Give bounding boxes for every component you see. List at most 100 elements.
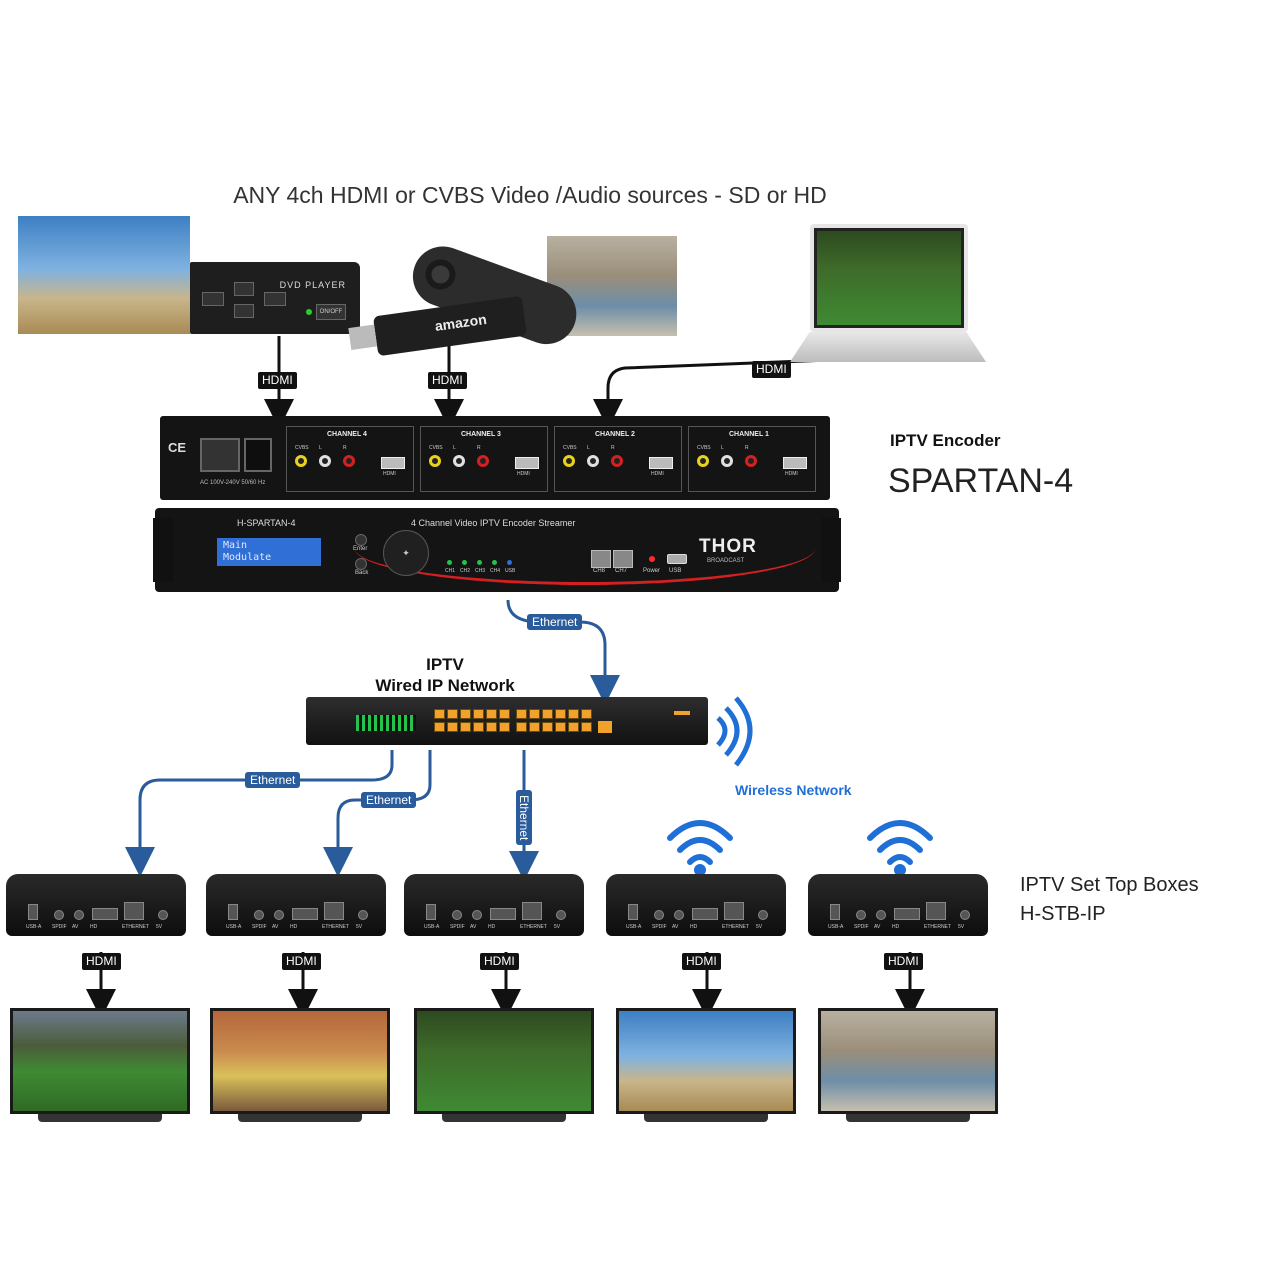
stb-port[interactable] [830,904,840,920]
channel-led-label: CH3 [475,568,486,574]
switch-port[interactable] [529,722,540,732]
hdmi-port[interactable] [381,457,405,469]
switch-port[interactable] [568,709,579,719]
switch-port[interactable] [529,709,540,719]
rca-jack[interactable] [745,455,757,467]
stb-port[interactable] [124,902,144,920]
rear-port-label: L [319,445,322,451]
rca-jack[interactable] [343,455,355,467]
stb-port[interactable] [426,904,436,920]
remote-ring-button [421,255,460,294]
stb-port[interactable] [894,908,920,920]
rca-jack[interactable] [563,455,575,467]
stb-port[interactable] [228,904,238,920]
rca-jack[interactable] [721,455,733,467]
switch-port[interactable] [516,722,527,732]
switch-port[interactable] [460,722,471,732]
switch-port[interactable] [542,722,553,732]
rear-port-label: CVBS [697,445,711,451]
switch-port[interactable] [581,722,592,732]
stb-port[interactable] [292,908,318,920]
back-button[interactable] [355,558,367,570]
stb-port[interactable] [674,910,684,920]
stb-port[interactable] [452,910,462,920]
stb-port[interactable] [324,902,344,920]
switch-port[interactable] [542,709,553,719]
switch-port[interactable] [516,709,527,719]
front-model-label: H-SPARTAN-4 [237,518,296,528]
navigation-pad[interactable]: ✦ [383,530,429,576]
switch-port[interactable] [447,709,458,719]
hdmi-port[interactable] [649,457,673,469]
stb-port[interactable] [876,910,886,920]
stb-port[interactable] [856,910,866,920]
rca-jack[interactable] [697,455,709,467]
stb-port[interactable] [274,910,284,920]
stb-port-label: SPDIF [52,924,67,930]
switch-port[interactable] [568,722,579,732]
hdmi-cable-laptop [593,358,831,429]
rca-jack[interactable] [429,455,441,467]
stb-port[interactable] [74,910,84,920]
switch-port[interactable] [555,722,566,732]
stb-port-label: USB-A [226,924,242,930]
stb-port[interactable] [556,910,566,920]
switch-port[interactable] [499,709,510,719]
stb-port[interactable] [158,910,168,920]
switch-port[interactable] [460,709,471,719]
diagram-title: ANY 4ch HDMI or CVBS Video /Audio source… [233,182,827,208]
stb-port[interactable] [472,910,482,920]
dvd-up-button[interactable] [234,282,254,296]
hdmi-port[interactable] [515,457,539,469]
stb-port[interactable] [358,910,368,920]
dvd-right-button[interactable] [264,292,286,306]
rca-jack[interactable] [295,455,307,467]
power-switch[interactable] [244,438,272,472]
switch-uplink-port[interactable] [598,721,612,733]
stb-port[interactable] [92,908,118,920]
dvd-left-button[interactable] [202,292,224,306]
rca-jack[interactable] [453,455,465,467]
rca-jack[interactable] [319,455,331,467]
stb-port[interactable] [254,910,264,920]
switch-port[interactable] [555,709,566,719]
rca-jack[interactable] [477,455,489,467]
usb-port[interactable] [667,554,687,564]
stb-port[interactable] [490,908,516,920]
hdmi-label-laptop: HDMI [752,361,791,378]
ethernet-port-ch8[interactable] [591,550,611,568]
stb-port[interactable] [628,904,638,920]
stb-port-label: SPDIF [450,924,465,930]
switch-port[interactable] [434,722,445,732]
stb-port[interactable] [960,910,970,920]
stb-port[interactable] [654,910,664,920]
switch-port[interactable] [486,709,497,719]
dvd-power-button[interactable]: ON/OFF [316,304,346,320]
stb-port[interactable] [28,904,38,920]
ethernet-port-ch7[interactable] [613,550,633,568]
switch-port[interactable] [434,709,445,719]
switch-port[interactable] [499,722,510,732]
channel-led-label: CH1 [445,568,456,574]
rca-jack[interactable] [611,455,623,467]
rca-jack[interactable] [587,455,599,467]
stb-port[interactable] [522,902,542,920]
stb-port[interactable] [54,910,64,920]
switch-port[interactable] [447,722,458,732]
stb-port[interactable] [926,902,946,920]
dvd-down-button[interactable] [234,304,254,318]
stb-port-label: SPDIF [854,924,869,930]
enter-button[interactable] [355,534,367,546]
switch-port[interactable] [473,709,484,719]
hdmi-port[interactable] [783,457,807,469]
switch-port[interactable] [473,722,484,732]
switch-port[interactable] [486,722,497,732]
stb-port[interactable] [724,902,744,920]
stb-port[interactable] [758,910,768,920]
switch-port[interactable] [581,709,592,719]
tv-screen-image [213,1011,387,1111]
stb-port[interactable] [692,908,718,920]
dvd-player-body: DVD PLAYER ON/OFF [190,262,360,334]
